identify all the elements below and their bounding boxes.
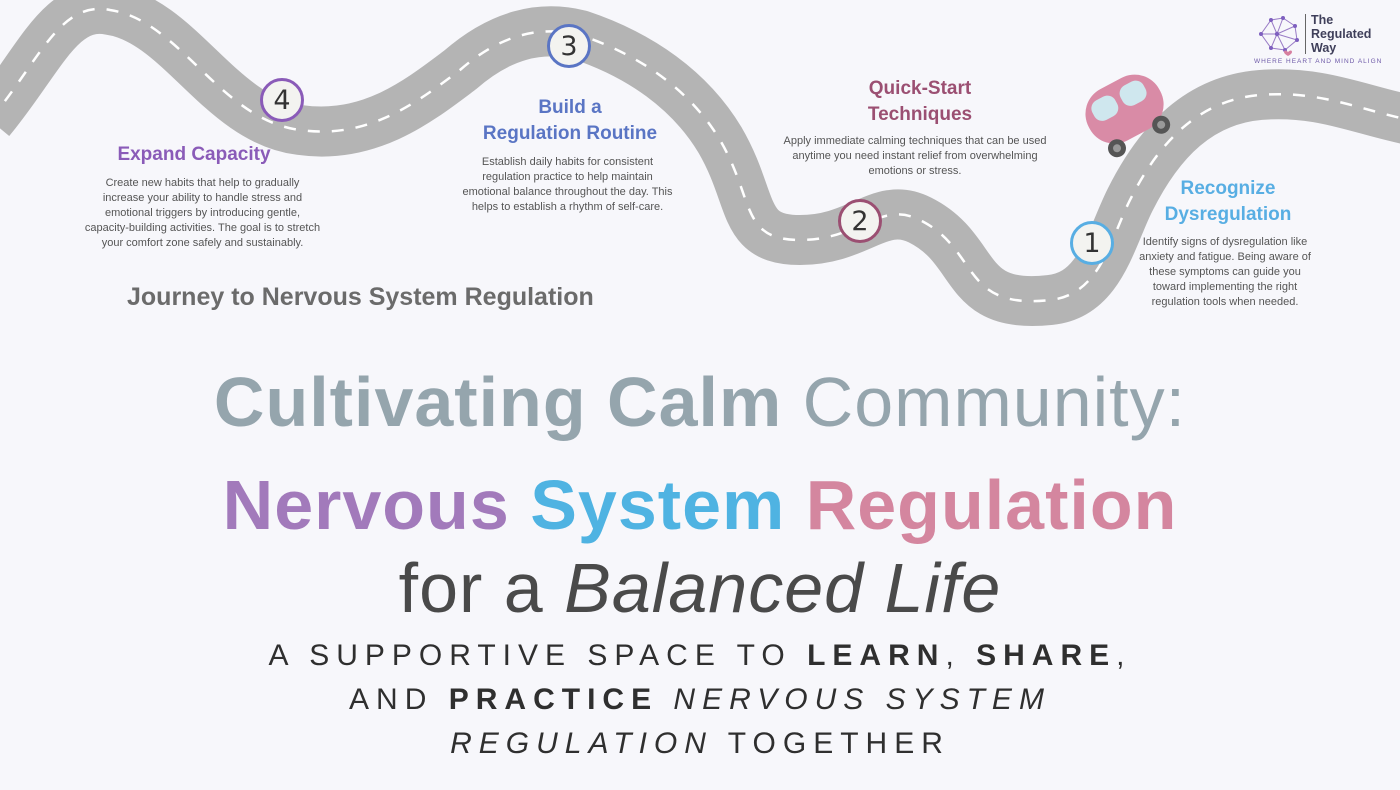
- headline-light: Community:: [802, 363, 1187, 441]
- brand-logo: The Regulated Way WHERE HEART AND MIND A…: [1253, 10, 1393, 70]
- brain-network-icon: [1259, 16, 1299, 56]
- headline-word-system: System: [530, 466, 786, 544]
- step-4-marker: 4: [260, 78, 304, 122]
- headline-balanced-life: Balanced Life: [564, 549, 1002, 627]
- tagline-line-1: A SUPPORTIVE SPACE TO LEARN, SHARE,: [268, 639, 1132, 672]
- headline-for-a: for a: [398, 549, 544, 627]
- logo-divider: [1305, 14, 1306, 54]
- step-2-description: Apply immediate calming techniques that …: [783, 135, 1047, 177]
- step-2-marker: 2: [838, 199, 882, 243]
- headline-word-regulation: Regulation: [805, 466, 1178, 544]
- tagline-line-2: AND PRACTICE NERVOUS SYSTEM: [349, 683, 1051, 716]
- headline-line-2: Nervous System Regulation: [0, 465, 1400, 545]
- step-4-title: Expand Capacity: [117, 144, 271, 165]
- tagline-line-3: REGULATION TOGETHER: [450, 727, 950, 760]
- headline-bold: Cultivating Calm: [213, 363, 783, 441]
- step-1-marker: 1: [1070, 221, 1114, 265]
- step-4-description: Create new habits that help to gradually…: [84, 177, 321, 249]
- logo-name: The Regulated Way: [1311, 13, 1372, 55]
- headline-word-nervous: Nervous: [222, 466, 510, 544]
- step-3-marker: 3: [547, 24, 591, 68]
- winding-road: [0, 0, 1400, 327]
- headline-line-3: for a Balanced Life: [0, 548, 1400, 628]
- journey-title: Journey to Nervous System Regulation: [127, 283, 594, 311]
- car-icon: [1085, 74, 1171, 158]
- logo-tagline: WHERE HEART AND MIND ALIGN: [1254, 58, 1383, 65]
- headline-line-1: Cultivating Calm Community:: [0, 362, 1400, 442]
